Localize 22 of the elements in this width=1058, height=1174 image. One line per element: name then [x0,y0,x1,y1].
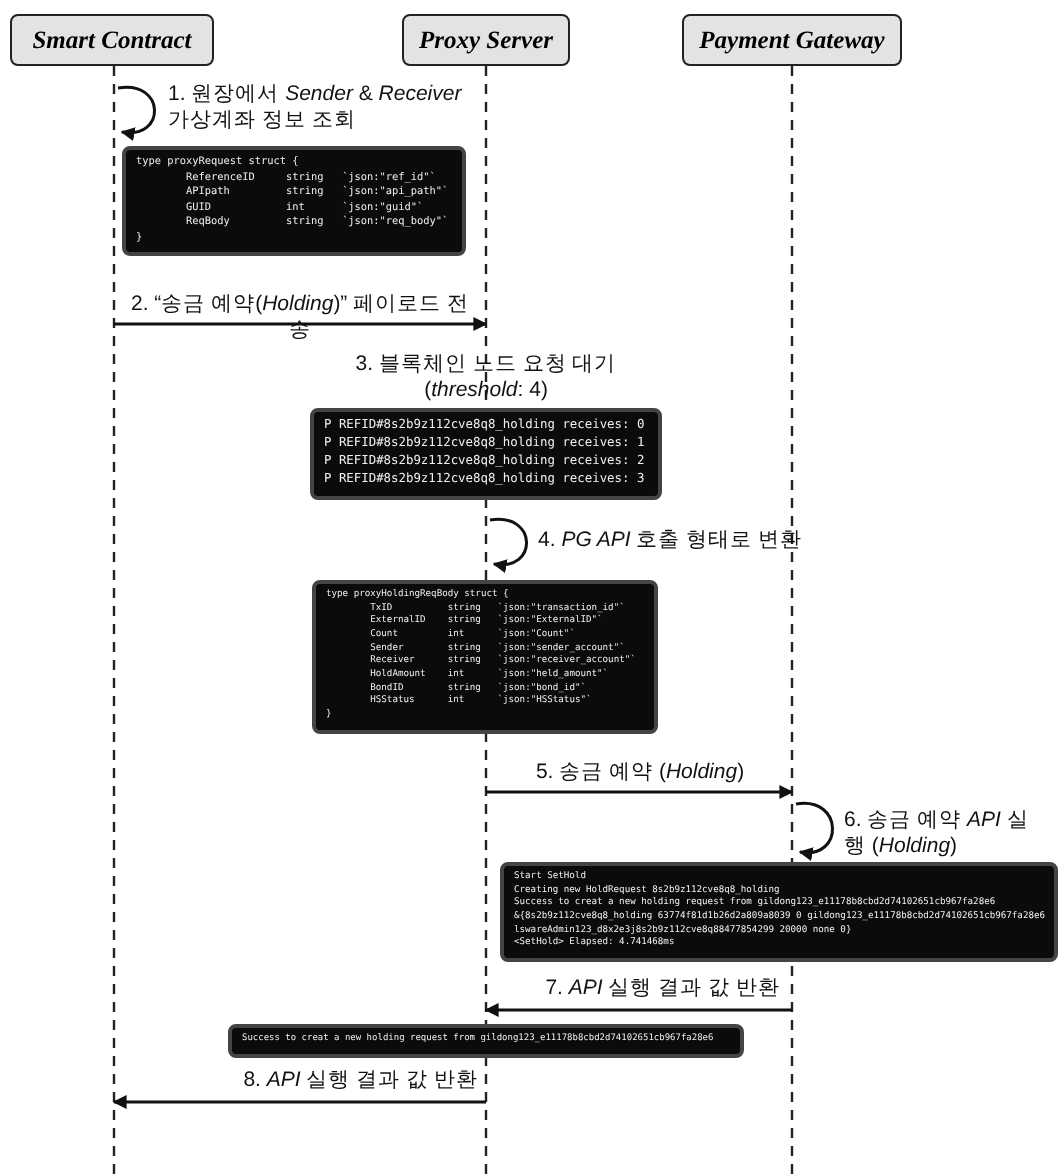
message-label: 4. PG API 호출 형태로 변환 [538,528,805,554]
arrow [489,517,528,572]
code-screenshot [310,408,662,500]
message-label: 8. API 실행 결과 값 반환 [241,1068,478,1094]
message-label: 7. API 실행 결과 값 반환 [543,976,780,1002]
message-label: 1. 원장에서 Sender & Receiver 가상계좌 정보 조회 [168,82,464,134]
participant-box: Proxy Server [402,14,570,66]
code-screenshot [228,1024,744,1058]
code-screenshot [312,580,658,734]
message-label: 5. 송금 예약 (Holding) [533,760,747,786]
arrow [795,802,834,860]
participant-box: Payment Gateway [682,14,902,66]
message-label: 6. 송금 예약 API 실행 (Holding) [844,808,1031,860]
code-screenshot [500,862,1058,963]
participant-box: Smart Contract [10,14,214,66]
code-screenshot [122,146,466,257]
arrow [484,1003,792,1017]
arrow [114,317,488,331]
arrow [112,1095,486,1109]
arrow [117,85,156,140]
arrow [486,785,794,799]
note-text: 3. 블록체인 노드 요청 대기 (threshold: 4) [353,352,619,404]
